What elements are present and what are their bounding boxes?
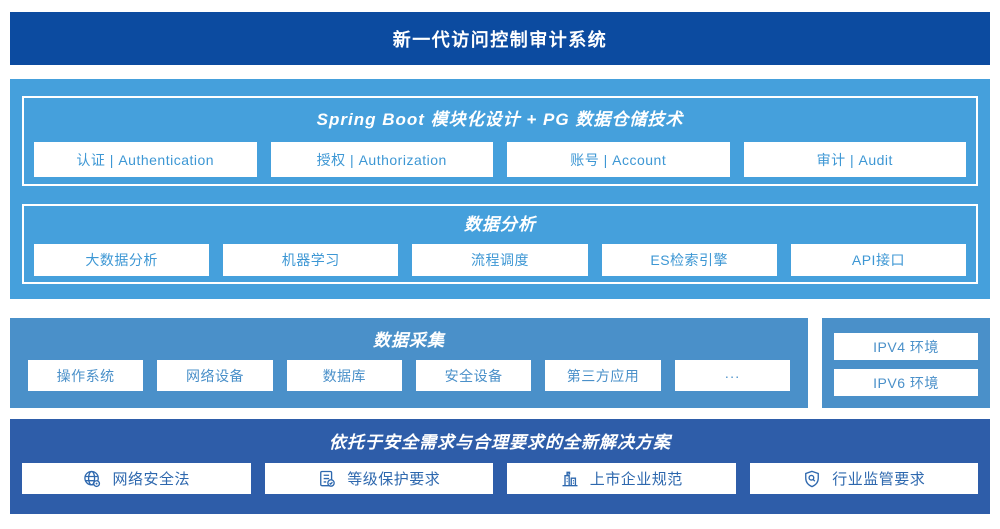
module-box-authentication: 认证 | Authentication bbox=[34, 142, 257, 177]
modules-panel: Spring Boot 模块化设计 + PG 数据仓储技术 认证 | Authe… bbox=[22, 96, 978, 186]
module-box-account: 账号 | Account bbox=[507, 142, 730, 177]
analysis-box-bigdata: 大数据分析 bbox=[34, 244, 210, 276]
main-title-bar: 新一代访问控制审计系统 bbox=[10, 12, 990, 65]
checklist-check-icon bbox=[320, 470, 336, 487]
globe-icon bbox=[84, 470, 101, 487]
analysis-box-api: API接口 bbox=[790, 244, 967, 276]
solution-box-industry-regulation: 行业监管要求 bbox=[749, 463, 978, 494]
main-title: 新一代访问控制审计系统 bbox=[392, 29, 608, 50]
collection-box-database: 数据库 bbox=[286, 360, 402, 391]
module-box-audit: 审计 | Audit bbox=[743, 142, 966, 177]
solution-title: 依托于安全需求与合理要求的全新解决方案 bbox=[329, 433, 671, 452]
solution-label: 上市企业规范 bbox=[589, 471, 683, 488]
solution-label: 网络安全法 bbox=[112, 471, 190, 488]
modules-panel-title: Spring Boot 模块化设计 + PG 数据仓储技术 bbox=[316, 110, 684, 129]
solution-section: 依托于安全需求与合理要求的全新解决方案 网络安全法 bbox=[10, 419, 990, 514]
collection-section: 数据采集 操作系统 网络设备 数据库 安全设备 第三方应用 ··· bbox=[10, 318, 808, 408]
collection-box-os: 操作系统 bbox=[28, 360, 144, 391]
analysis-row: 大数据分析 机器学习 流程调度 ES检索引擎 API接口 bbox=[24, 244, 976, 276]
solution-label: 行业监管要求 bbox=[832, 471, 926, 488]
collection-box-more: ··· bbox=[674, 360, 790, 391]
module-box-authorization: 授权 | Authorization bbox=[270, 142, 493, 177]
solution-box-listed-company: 上市企业规范 bbox=[507, 463, 736, 494]
solution-label: 等级保护要求 bbox=[347, 471, 441, 488]
modules-row: 认证 | Authentication 授权 | Authorization 账… bbox=[24, 142, 976, 177]
collection-title: 数据采集 bbox=[373, 331, 445, 350]
env-box-ipv4: IPV4 环境 bbox=[834, 333, 978, 360]
solution-box-cybersecurity-law: 网络安全法 bbox=[22, 463, 251, 494]
building-icon bbox=[562, 471, 578, 486]
solution-row: 网络安全法 等级保护要求 上市企业规范 bbox=[10, 463, 990, 494]
collection-box-network: 网络设备 bbox=[157, 360, 273, 391]
analysis-box-es: ES检索引擎 bbox=[601, 244, 777, 276]
env-box-ipv6: IPV6 环境 bbox=[834, 369, 978, 396]
collection-box-thirdparty: 第三方应用 bbox=[545, 360, 661, 391]
collection-box-security: 安全设备 bbox=[415, 360, 532, 391]
analysis-panel-title: 数据分析 bbox=[464, 215, 536, 234]
analysis-box-workflow: 流程调度 bbox=[412, 244, 588, 276]
analysis-box-ml: 机器学习 bbox=[223, 244, 399, 276]
solution-box-classified-protection: 等级保护要求 bbox=[264, 463, 493, 494]
shield-search-icon bbox=[805, 470, 820, 487]
collection-row: 操作系统 网络设备 数据库 安全设备 第三方应用 ··· bbox=[10, 360, 808, 391]
platform-section: Spring Boot 模块化设计 + PG 数据仓储技术 认证 | Authe… bbox=[10, 79, 990, 299]
analysis-panel: 数据分析 大数据分析 机器学习 流程调度 ES检索引擎 API接口 bbox=[22, 204, 978, 284]
environments-panel: IPV4 环境 IPV6 环境 bbox=[822, 318, 990, 408]
